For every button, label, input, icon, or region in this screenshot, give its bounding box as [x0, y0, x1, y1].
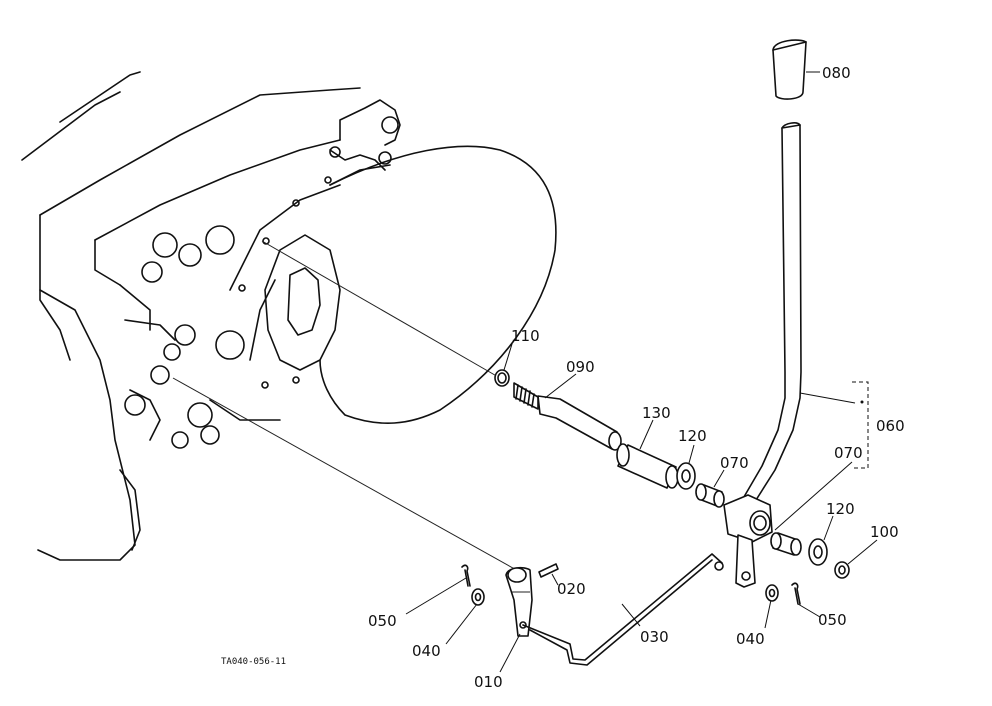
callout-100: 100 [870, 523, 899, 541]
bushing-right [770, 532, 802, 556]
callout-labels: 080 110 090 130 120 070 060 070 120 100 … [221, 64, 905, 691]
bushing-left [695, 483, 725, 508]
callout-050-left: 050 [368, 612, 397, 630]
callout-120-right: 120 [826, 500, 855, 518]
cotter-pin-left [461, 564, 471, 587]
callout-020: 020 [557, 580, 586, 598]
washer-right [808, 538, 828, 566]
callout-070-left: 070 [720, 454, 749, 472]
washer-left [676, 462, 696, 490]
lever-knob [772, 39, 807, 100]
callout-070-right: 070 [834, 444, 863, 462]
callout-130: 130 [642, 404, 671, 422]
connecting-rod [522, 553, 724, 666]
callout-120-left: 120 [678, 427, 707, 445]
callout-050-right: 050 [818, 611, 847, 629]
snap-ring [494, 369, 510, 387]
pin [538, 563, 559, 578]
callout-110: 110 [511, 327, 540, 345]
cotter-pin-right [791, 582, 801, 605]
small-washer-right [765, 584, 779, 602]
shift-lever [723, 122, 802, 588]
snap-ring-right [834, 561, 850, 579]
pivot-shaft [513, 382, 622, 451]
small-washer-left [471, 588, 485, 606]
callout-090: 090 [566, 358, 595, 376]
callout-030: 030 [640, 628, 669, 646]
spacer-tube [616, 443, 679, 489]
drawing-reference-code: TA040-056-11 [221, 657, 286, 667]
transmission-housing [21, 71, 557, 561]
callout-080: 080 [822, 64, 851, 82]
leader-lines [405, 71, 878, 673]
lower-lever [505, 566, 533, 637]
callout-060: 060 [876, 417, 905, 435]
callout-040-left: 040 [412, 642, 441, 660]
callout-010: 010 [474, 673, 503, 691]
callout-040-right: 040 [736, 630, 765, 648]
assembly-axis-lines [172, 240, 521, 573]
